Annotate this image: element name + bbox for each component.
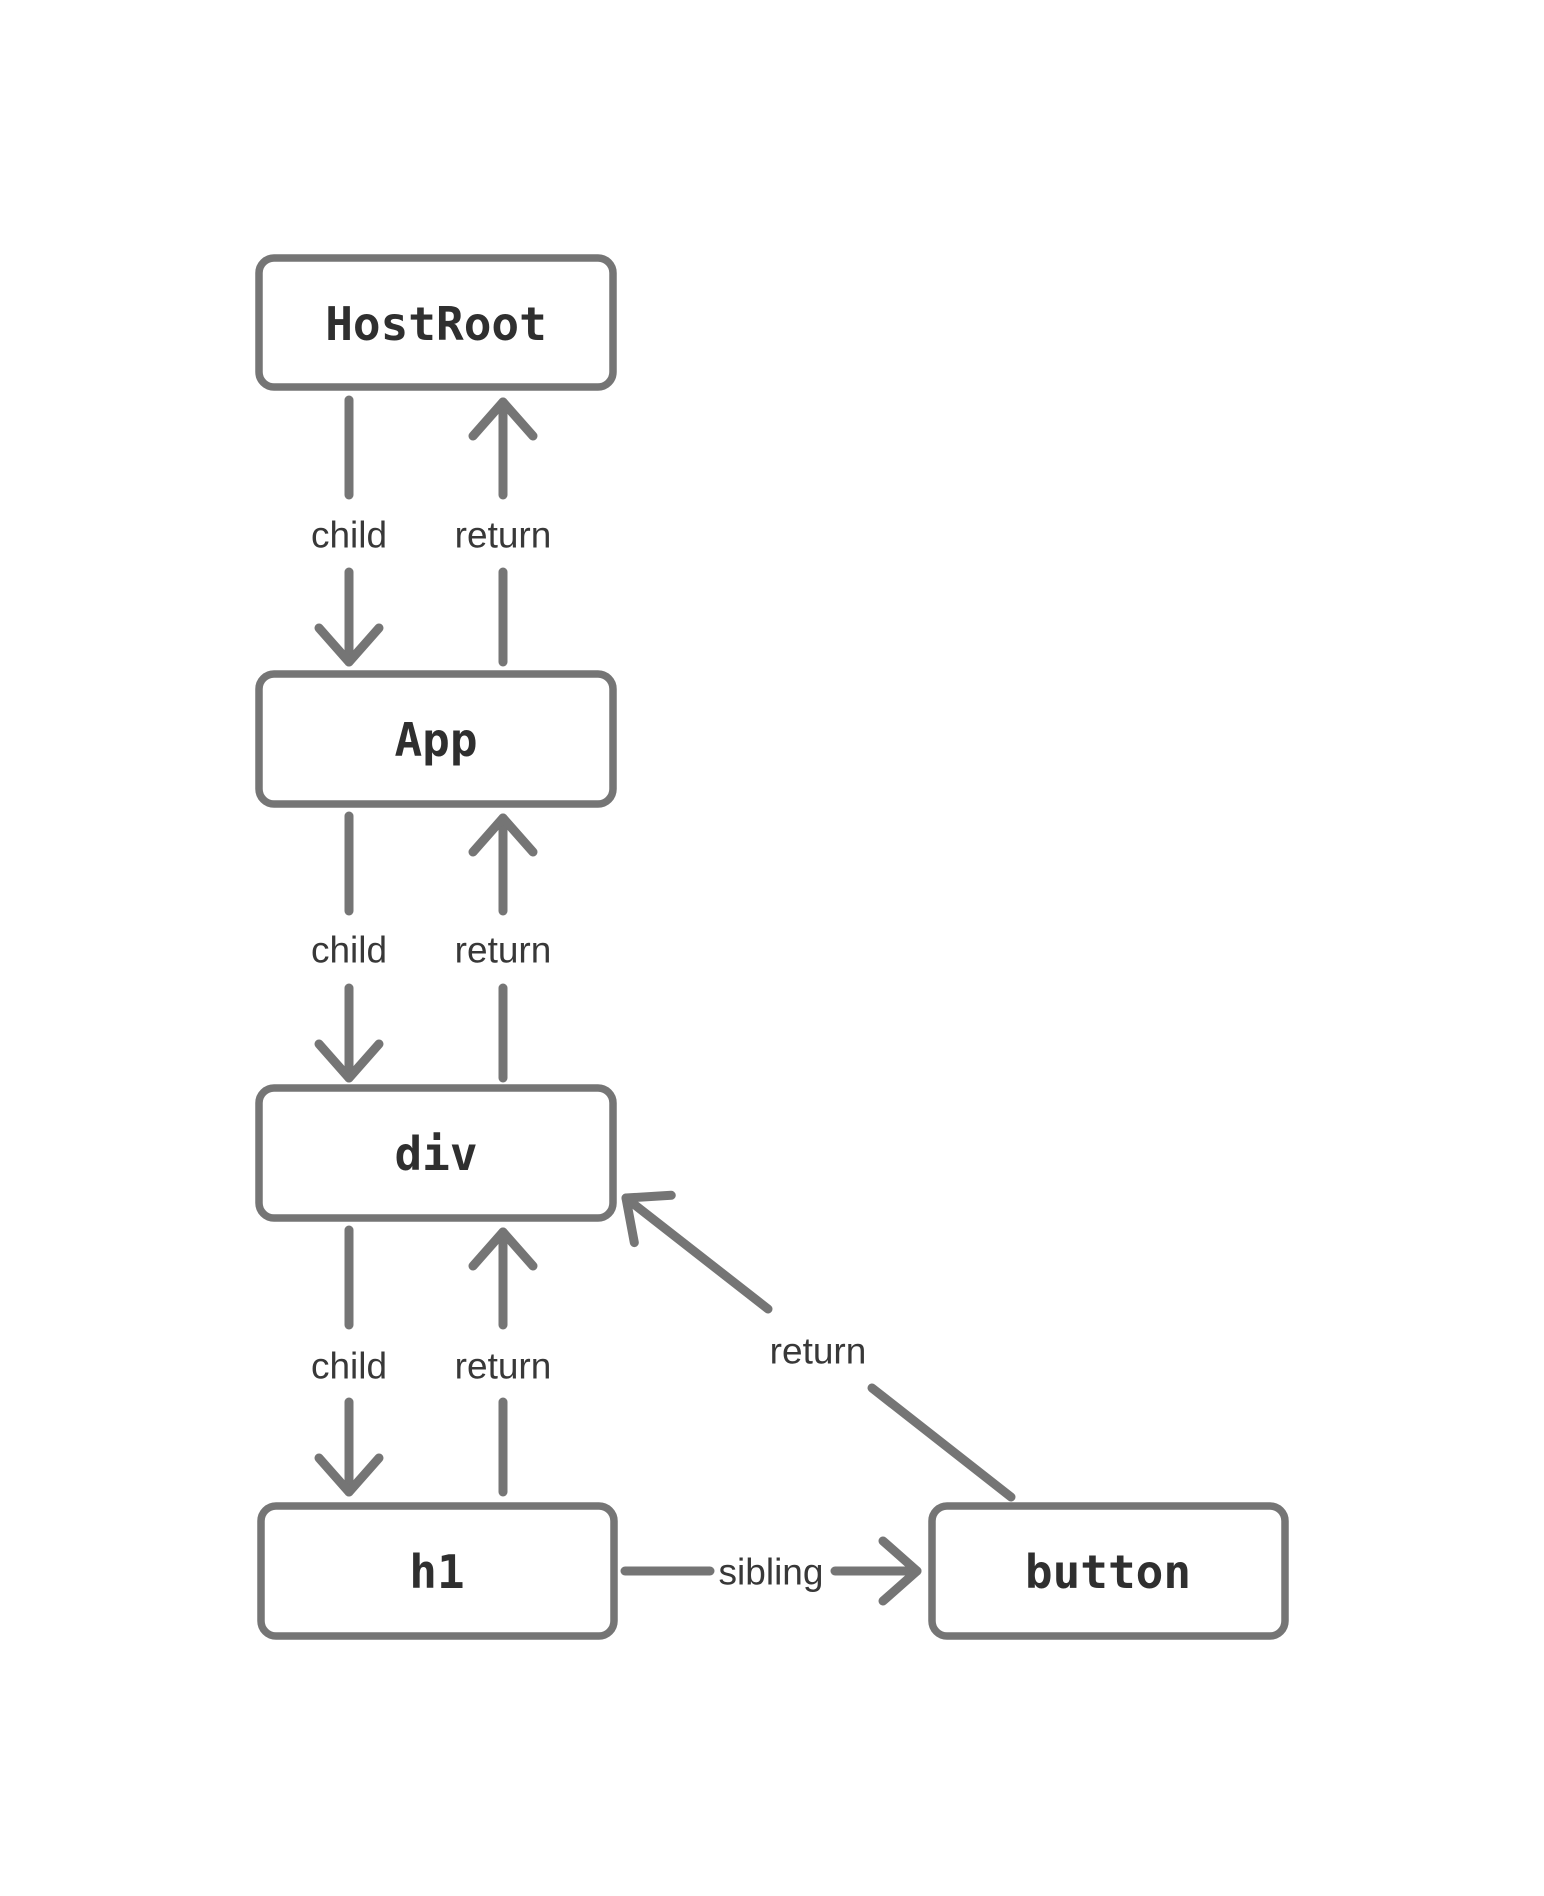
edge-label-return: return xyxy=(455,930,552,971)
node-hostroot-box xyxy=(255,254,617,391)
node-div-label: div xyxy=(394,1127,477,1181)
node-button: button xyxy=(928,1502,1289,1640)
edge-label-return: return xyxy=(770,1331,867,1372)
node-app-box xyxy=(255,670,617,808)
node-div-box xyxy=(255,1084,617,1222)
node-h1: h1 xyxy=(257,1502,618,1640)
edge-h1-button-sibling: sibling xyxy=(620,1536,922,1606)
node-app-label: App xyxy=(394,713,477,767)
edge-button-div-return: return xyxy=(621,1190,1016,1502)
node-h1-label: h1 xyxy=(409,1545,464,1599)
edge-label-child: child xyxy=(311,930,387,971)
edge-label-return: return xyxy=(455,1346,552,1387)
node-button-box xyxy=(928,1502,1289,1640)
return-arrow-segment xyxy=(867,1383,1016,1502)
edge-app-div-child: child xyxy=(311,811,387,1083)
return-arrow-head-segment xyxy=(621,1190,773,1314)
edge-label-child: child xyxy=(311,1346,387,1387)
edge-hostroot-app-child: child xyxy=(311,395,387,667)
edge-label-sibling: sibling xyxy=(719,1552,824,1593)
edge-h1-div-return: return xyxy=(455,1227,552,1497)
edge-div-h1-child: child xyxy=(311,1225,387,1497)
node-hostroot: HostRoot xyxy=(255,254,617,391)
node-app: App xyxy=(255,670,617,808)
edge-label-child: child xyxy=(311,515,387,556)
node-button-label: button xyxy=(1025,1545,1191,1599)
edge-div-app-return: return xyxy=(455,813,552,1083)
node-div: div xyxy=(255,1084,617,1222)
node-h1-box xyxy=(257,1502,618,1640)
edge-app-hostroot-return: return xyxy=(455,397,552,667)
edge-label-return: return xyxy=(455,515,552,556)
node-hostroot-label: HostRoot xyxy=(325,297,547,351)
